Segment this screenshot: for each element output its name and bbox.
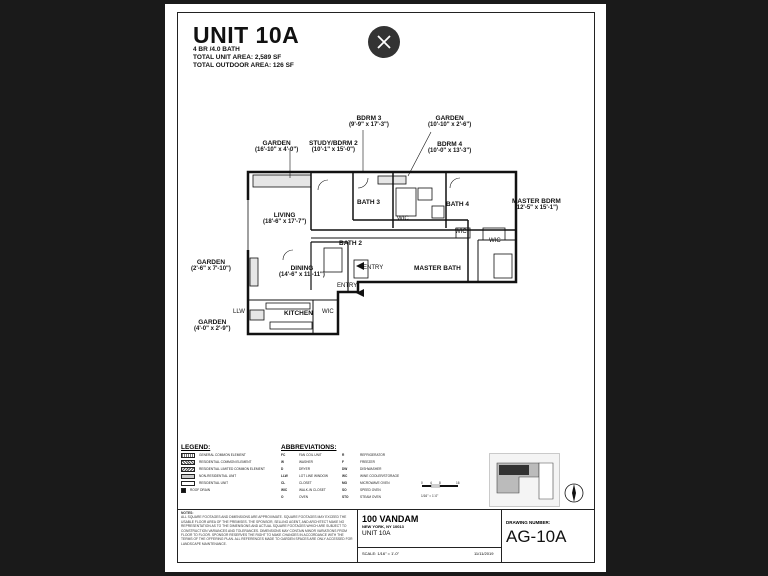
label-entry-2: ENTRY	[337, 283, 358, 289]
label-master-bdrm: MASTER BDRM(12'-5" x 15'-1")	[512, 198, 561, 211]
label-llw: LLW	[233, 309, 245, 315]
label-bdrm3: BDRM 3(9'-9" x 17'-3")	[349, 115, 389, 128]
label-dining: DINING(14'-6" x 11'-11")	[279, 265, 325, 278]
close-icon	[377, 35, 391, 49]
unit-title: UNIT 10A	[193, 22, 300, 48]
legend-item: RESIDENTIAL LIMITED COMMON ELEMENT	[181, 466, 265, 472]
scale-bar	[422, 484, 458, 488]
legend-item: NON-RESIDENTIAL UNIT	[181, 473, 236, 479]
title-block-top-rule	[178, 509, 594, 510]
sheet-border	[177, 12, 595, 563]
title-block-divider	[357, 509, 358, 562]
notes: NOTES: ALL SQUARE FOOTAGES AND DIMENSION…	[181, 511, 353, 546]
label-entry: ENTRY	[363, 265, 384, 271]
total-unit-area: TOTAL UNIT AREA: 2,589 SF	[193, 54, 282, 61]
label-wic-4: WIC	[489, 238, 501, 244]
legend-item: GENERAL COMMON ELEMENT	[181, 452, 246, 458]
building-name: 100 VANDAM	[362, 514, 419, 524]
legend-item: RESIDENTIAL UNIT	[181, 480, 228, 486]
label-bath4: BATH 4	[446, 201, 469, 208]
drawing-number-label: DRAWING NUMBER:	[506, 520, 551, 525]
title-block-date: 11/11/2019	[474, 551, 494, 556]
label-bath3: BATH 3	[357, 199, 380, 206]
scale-tick: 16	[456, 481, 460, 485]
label-wic-2: WIC	[397, 216, 409, 222]
label-wic-3: WIC	[455, 229, 467, 235]
label-garden-bottom-left: GARDEN(4'-0" x 2'-9")	[194, 319, 231, 332]
beds-baths: 4 BR /4.0 BATH	[193, 46, 240, 53]
label-study: STUDY/BDRM 2(10'-1" x 15'-0")	[309, 140, 358, 153]
total-outdoor-area: TOTAL OUTDOOR AREA: 126 SF	[193, 62, 294, 69]
title-block-scale: SCALE: 1/16" = 1'-0"	[362, 551, 400, 556]
abbreviations-title: ABBREVIATIONS:	[281, 444, 337, 451]
legend-title: LEGEND:	[181, 444, 211, 451]
title-block-rule	[357, 547, 501, 548]
title-block-divider	[501, 509, 502, 562]
label-bath2: BATH 2	[339, 240, 362, 247]
label-master-bath: MASTER BATH	[414, 265, 461, 272]
label-garden-left: GARDEN(2'-6" x 7'-10")	[191, 259, 231, 272]
scale-caption: 1/16" = 1'-0"	[421, 494, 439, 498]
label-kitchen: KITCHEN	[284, 310, 313, 317]
label-living: LIVING(18'-6" x 17'-7")	[263, 212, 307, 225]
scale-tick: 0	[421, 481, 423, 485]
title-block-unit: UNIT 10A	[362, 530, 391, 537]
legend-item: RESIDENTIAL COMMON ELEMENT	[181, 459, 251, 465]
north-arrow-icon	[564, 483, 584, 503]
scale-tick: 4	[430, 481, 432, 485]
legend-item: ROOF DRAIN	[181, 487, 210, 493]
close-button[interactable]	[368, 26, 400, 58]
building-address: NEW YORK, NY 10013	[362, 524, 404, 529]
floor-plan	[246, 130, 518, 336]
key-plan	[489, 453, 560, 507]
drawing-number: AG-10A	[506, 527, 567, 546]
label-wic-1: WIC	[322, 309, 334, 315]
scale-tick: 8	[439, 481, 441, 485]
label-garden-top-left: GARDEN(16'-10" x 4'-0")	[255, 140, 299, 153]
label-bdrm4: BDRM 4(10'-0" x 13'-3")	[428, 141, 472, 154]
label-garden-top-right: GARDEN(10'-10" x 2'-6")	[428, 115, 472, 128]
